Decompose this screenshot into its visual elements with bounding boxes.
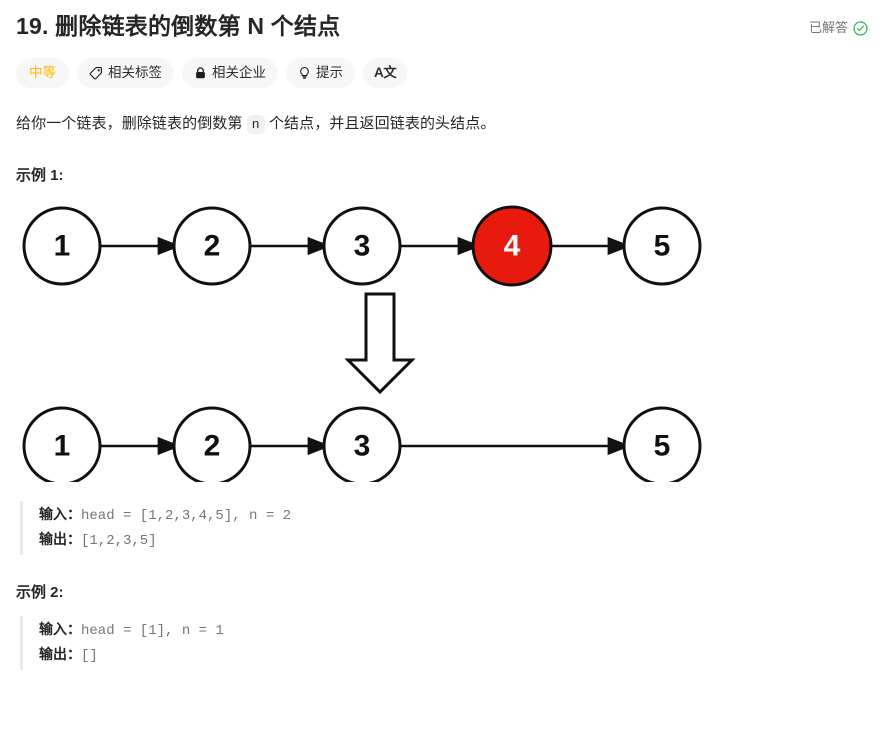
lock-icon: [194, 66, 207, 80]
node-value: 1: [54, 230, 71, 263]
example-2-output-label: 输出：: [39, 646, 81, 662]
related-companies-label: 相关企业: [212, 65, 266, 80]
list-node-before-2: 2: [172, 206, 252, 286]
lightbulb-icon: [298, 66, 311, 80]
linked-list-diagram: 1 2 3 4 5: [18, 197, 868, 487]
example-1-output-value: [1,2,3,5]: [81, 533, 157, 549]
tags-row: 中等 相关标签 相关企业: [16, 58, 868, 88]
hint-label: 提示: [316, 65, 343, 80]
example-2-heading: 示例 2:: [16, 584, 64, 601]
translate-icon: A文: [374, 65, 397, 80]
related-tags-label: 相关标签: [108, 65, 162, 80]
node-value: 3: [354, 230, 371, 263]
page-title: 19. 删除链表的倒数第 N 个结点: [16, 13, 341, 39]
statement-suffix: 个结点，并且返回链表的头结点。: [264, 115, 496, 132]
check-circle-icon: [853, 20, 868, 36]
status-label: 已解答: [808, 20, 848, 35]
inline-code-n: n: [246, 115, 265, 134]
title-row: 19. 删除链表的倒数第 N 个结点 已解答: [16, 0, 868, 42]
hint-button[interactable]: 提示: [286, 58, 355, 88]
node-value: 1: [54, 430, 71, 463]
example-2-input-value: head = [1], n = 1: [81, 623, 224, 639]
node-value: 2: [204, 230, 221, 263]
example-1-input-label: 输入：: [39, 506, 81, 522]
node-value: 5: [654, 230, 671, 263]
example-2-input-label: 输入：: [39, 621, 81, 637]
linked-list-svg: 1 2 3 4 5: [22, 205, 702, 486]
example-2-code: 输入：head = [1], n = 1 输出：[]: [20, 616, 868, 670]
list-node-after-2: 2: [172, 406, 252, 486]
example-1-input-value: head = [1,2,3,4,5], n = 2: [81, 508, 292, 524]
node-value: 5: [654, 430, 671, 463]
list-node-before-3: 3: [322, 206, 402, 286]
list-node-after-5: 5: [622, 406, 702, 486]
down-block-arrow-icon: [344, 292, 416, 395]
diagram-row-before: 1 2 3 4 5: [22, 205, 702, 287]
difficulty-label: 中等: [29, 65, 56, 80]
tag-icon: [89, 66, 103, 80]
diagram-row-after: 1 2 3 5: [22, 406, 702, 486]
example-1-heading: 示例 1:: [16, 167, 64, 184]
list-node-before-4-highlighted: 4: [471, 205, 553, 287]
example-2-output-value: []: [81, 648, 98, 664]
node-value: 4: [504, 230, 521, 263]
statement-prefix: 给你一个链表，删除链表的倒数第: [16, 115, 247, 132]
list-node-before-1: 1: [22, 206, 102, 286]
node-value: 2: [204, 430, 221, 463]
problem-statement: 给你一个链表，删除链表的倒数第 n 个结点，并且返回链表的头结点。: [16, 111, 868, 138]
node-value: 3: [354, 430, 371, 463]
related-tags-button[interactable]: 相关标签: [77, 58, 174, 88]
example-1-code: 输入：head = [1,2,3,4,5], n = 2 输出：[1,2,3,5…: [20, 501, 868, 555]
list-node-before-5: 5: [622, 206, 702, 286]
list-node-after-1: 1: [22, 406, 102, 486]
list-node-after-3: 3: [322, 406, 402, 486]
translate-button[interactable]: A文: [363, 58, 408, 88]
example-1-output-label: 输出：: [39, 531, 81, 547]
status-badge: 已解答: [809, 10, 868, 37]
related-companies-button[interactable]: 相关企业: [182, 58, 278, 88]
difficulty-badge[interactable]: 中等: [16, 58, 69, 88]
